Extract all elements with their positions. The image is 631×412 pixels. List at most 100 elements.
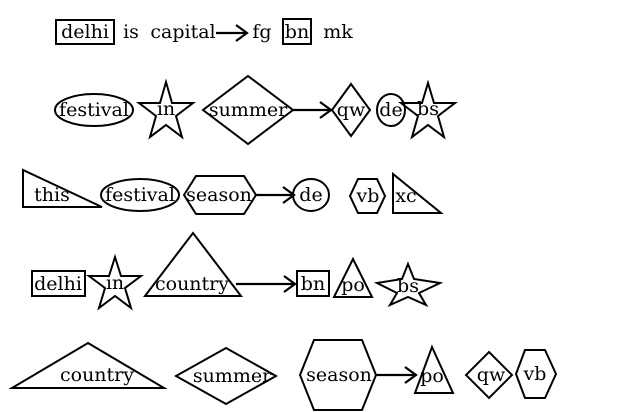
node-label: fg [252,21,271,43]
node-qw: qw [330,82,372,138]
node-capital: capital [150,21,215,43]
node-label: mk [323,21,353,43]
node-po: po [332,256,374,298]
node-label: is [123,21,139,43]
node-label: delhi [61,21,109,43]
hexagon-shape [514,349,558,399]
right-triangle-shape [392,171,444,214]
node-bs: bs [398,79,458,140]
triangle-shape [332,256,374,298]
node-is: is [123,21,139,43]
rectangle-shape [296,270,330,297]
right-triangle-shape [22,168,103,208]
node-label: summer [209,99,288,121]
triangle-shape [8,341,168,389]
node-summer: summer [173,346,279,406]
node-season: season [182,175,258,215]
row-2: festival in summer qw de bs [54,74,458,146]
node-label: summer [193,365,272,387]
row-1: delhi is capital fg bn mk [55,18,353,45]
arrowhead [404,366,418,384]
node-label: season [186,184,252,206]
node-xc: xc [392,171,444,214]
node-de: de [376,93,406,127]
node-label: country [155,273,229,295]
node-summer: summer [201,74,295,146]
node-vb: vb [514,349,558,399]
triangle-shape [413,344,455,394]
rectangle-shape [282,18,312,45]
node-label: delhi [34,273,82,295]
node-festival: festival [100,178,180,212]
hexagon-shape [348,178,387,214]
ellipse-shape [100,178,180,212]
row-4: delhi in country bn po bs [31,231,444,311]
arrowhead [235,24,249,42]
node-label: festival [105,184,175,206]
node-label: this [34,184,70,206]
ellipse-shape [376,93,406,127]
node-label: po [420,365,444,387]
node-label: de [299,184,322,206]
node-festival: festival [54,93,134,127]
node-label: de [379,99,402,121]
node-label: season [306,364,372,386]
hexagon-shape [182,175,258,215]
star-shape [86,253,144,311]
node-in: in [86,253,144,311]
ellipse-shape [292,178,330,212]
ellipse-shape [54,93,134,127]
node-label: qw [477,364,506,386]
node-label: in [157,98,175,120]
node-delhi: delhi [55,19,115,45]
star-shape [136,78,196,140]
node-label: bs [417,98,439,120]
row-5: country summer season po qw vb [8,339,558,411]
node-this: this [22,168,103,208]
node-season: season [298,339,378,411]
node-label: bn [285,21,309,43]
node-country: country [8,341,168,389]
arrow [236,275,297,293]
node-bn: bn [282,18,312,45]
node-fg: fg [252,21,271,43]
node-country: country [142,231,244,297]
diamond-shape [201,74,295,146]
diamond-shape [173,346,279,406]
node-label: po [341,274,365,296]
triangle-shape [142,231,244,297]
node-label: capital [150,21,215,43]
node-label: qw [337,99,366,121]
row-3: this festival season de vb xc [22,168,444,215]
arrow [216,24,249,42]
node-label: festival [59,99,129,121]
arrow [256,186,296,204]
arrow [293,101,333,119]
node-de: de [292,178,330,212]
node-mk: mk [323,21,353,43]
node-label: xc [395,185,416,207]
node-label: bs [397,275,419,297]
rectangle-shape [31,270,86,297]
node-bs: bs [373,261,444,308]
node-label: vb [356,185,380,207]
diamond-shape [464,350,514,400]
star-shape [398,79,458,140]
rectangle-shape [55,19,115,45]
node-label: country [60,364,134,386]
star-shape [373,261,444,308]
node-label: in [106,272,124,294]
node-bn: bn [296,270,330,297]
node-label: bn [301,273,325,295]
arrow [376,366,418,384]
node-po: po [413,344,455,394]
arrowhead [283,275,297,293]
node-label: vb [523,363,547,385]
node-in: in [136,78,196,140]
node-delhi: delhi [31,270,86,297]
node-vb: vb [348,178,387,214]
hexagon-shape [298,339,378,411]
node-qw: qw [464,350,514,400]
diamond-shape [330,82,372,138]
